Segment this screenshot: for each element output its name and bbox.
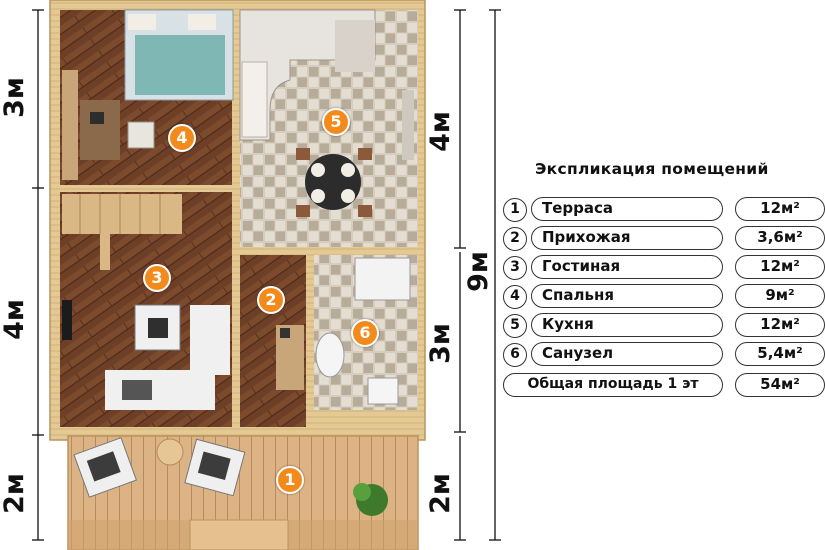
legend-total-row: Общая площадь 1 эт 54м² — [500, 373, 825, 399]
dimension-left-top: 3м — [0, 77, 30, 118]
legend-room-area: 12м² — [735, 313, 825, 337]
dimension-left-bottom: 2м — [0, 473, 30, 514]
legend-row: 3 Гостиная 12м² — [500, 255, 825, 281]
legend-number: 2 — [503, 227, 527, 251]
legend-title: Экспликация помещений — [535, 160, 769, 178]
dimension-right-total: 9м — [462, 251, 494, 292]
legend-room-area: 5,4м² — [735, 342, 825, 366]
legend-room-name: Спальня — [531, 284, 723, 308]
legend-row: 1 Терраса 12м² — [500, 197, 825, 223]
legend-room-name: Санузел — [531, 342, 723, 366]
legend-row: 6 Санузел 5,4м² — [500, 342, 825, 368]
legend-number: 3 — [503, 256, 527, 280]
legend-total-label: Общая площадь 1 эт — [503, 373, 723, 397]
legend-row: 5 Кухня 12м² — [500, 313, 825, 339]
legend-room-name: Терраса — [531, 197, 723, 221]
dimension-left-middle: 4м — [0, 299, 30, 340]
legend-room-area: 12м² — [735, 197, 825, 221]
legend-room-area: 9м² — [735, 284, 825, 308]
legend-number: 1 — [503, 198, 527, 222]
legend-row: 4 Спальня 9м² — [500, 284, 825, 310]
legend-room-area: 3,6м² — [735, 226, 825, 250]
room-badge-3: 3 — [143, 264, 171, 292]
room-badge-1: 1 — [276, 466, 304, 494]
legend-number: 4 — [503, 285, 527, 309]
room-badge-4: 4 — [168, 124, 196, 152]
legend-number: 6 — [503, 343, 527, 367]
room-badge-5: 5 — [322, 108, 350, 136]
legend-room-name: Гостиная — [531, 255, 723, 279]
room-badge-6: 6 — [351, 319, 379, 347]
legend-room-area: 12м² — [735, 255, 825, 279]
legend-room-name: Прихожая — [531, 226, 723, 250]
dimension-right-lower: 3м — [424, 323, 456, 364]
dimension-right-upper: 4м — [424, 111, 456, 152]
legend-row: 2 Прихожая 3,6м² — [500, 226, 825, 252]
room-badge-2: 2 — [257, 286, 285, 314]
legend-number: 5 — [503, 314, 527, 338]
legend-room-name: Кухня — [531, 313, 723, 337]
legend-total-area: 54м² — [735, 373, 825, 397]
dimension-right-terrace: 2м — [424, 473, 456, 514]
